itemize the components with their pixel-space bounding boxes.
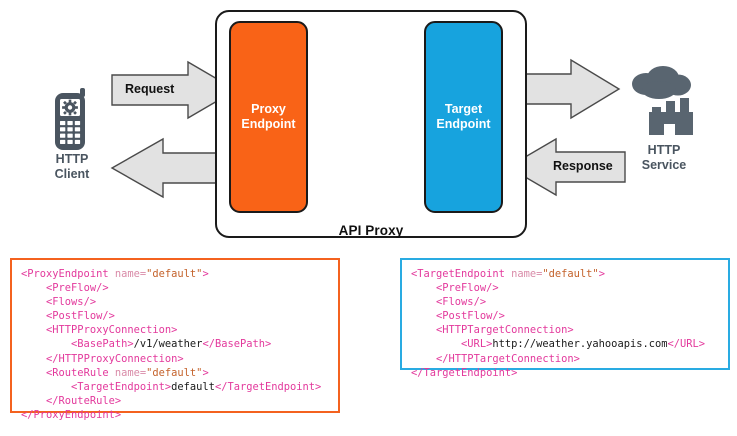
target-endpoint-label-line2: Endpoint: [436, 117, 491, 131]
code-token-tag: </TargetEndpoint>: [411, 366, 518, 379]
http-client-label: HTTP Client: [54, 152, 90, 181]
code-token-txt: [21, 395, 46, 407]
code-token-tag: </ProxyEndpoint>: [21, 408, 122, 421]
code-token-attr: name=: [504, 268, 543, 280]
code-token-tag: <PostFlow/>: [436, 310, 505, 323]
code-token-txt: [411, 282, 436, 294]
code-token-tag: <PostFlow/>: [46, 310, 115, 323]
code-token-val: "default": [542, 268, 599, 280]
code-token-attr: name=: [108, 366, 147, 379]
code-token-val: "default": [146, 366, 203, 379]
proxy-endpoint-label-line2: Endpoint: [241, 117, 296, 131]
code-line: <URL>http://weather.yahooapis.com</URL>: [411, 337, 719, 351]
code-token-txt: [411, 324, 436, 336]
code-token-txt: [21, 282, 46, 294]
code-token-txt: [411, 353, 436, 365]
code-token-tag: >: [202, 366, 209, 379]
code-line: <PostFlow/>: [21, 309, 329, 323]
code-line: </ProxyEndpoint>: [21, 408, 329, 422]
code-token-txt: [21, 324, 46, 336]
code-token-tag: <URL>: [461, 338, 493, 351]
code-token-txt: default: [171, 380, 215, 393]
code-line: <BasePath>/v1/weather</BasePath>: [21, 337, 329, 351]
code-token-tag: </RouteRule>: [46, 394, 122, 407]
code-token-tag: </BasePath>: [202, 338, 272, 351]
code-token-txt: [21, 338, 71, 350]
code-token-tag: <BasePath>: [71, 338, 134, 351]
proxy-endpoint-code-block: <ProxyEndpoint name="default"> <PreFlow/…: [10, 258, 340, 421]
code-token-tag: <HTTPTargetConnection>: [436, 324, 574, 337]
code-line: </RouteRule>: [21, 394, 329, 408]
code-token-tag: </HTTPProxyConnection>: [46, 352, 184, 365]
code-token-txt: /v1/weather: [133, 338, 203, 351]
code-token-txt: [21, 367, 46, 379]
code-token-tag: </TargetEndpoint>: [214, 380, 322, 393]
code-line: </HTTPProxyConnection>: [21, 352, 329, 366]
code-line: <HTTPProxyConnection>: [21, 323, 329, 337]
code-token-tag: <TargetEndpoint>: [71, 380, 172, 393]
code-line: <ProxyEndpoint name="default">: [21, 267, 329, 281]
request-arrow: [111, 60, 238, 120]
target-endpoint-box[interactable]: Target Endpoint: [424, 21, 503, 213]
code-token-tag: </URL>: [667, 338, 706, 351]
code-token-tag: <TargetEndpoint: [411, 268, 505, 280]
code-token-txt: [21, 381, 71, 393]
http-client-icon: [52, 88, 92, 150]
code-token-tag: </HTTPTargetConnection>: [436, 352, 580, 365]
code-line: <RouteRule name="default">: [21, 366, 329, 380]
response-arrow: [506, 137, 626, 197]
code-token-val: "default": [146, 268, 203, 280]
code-token-tag: >: [598, 268, 605, 280]
code-token-tag: <Flows/>: [436, 296, 487, 309]
proxy-endpoint-box[interactable]: Proxy Endpoint: [229, 21, 308, 213]
code-line: <HTTPTargetConnection>: [411, 323, 719, 337]
code-line: <PostFlow/>: [411, 309, 719, 323]
code-token-txt: [411, 296, 436, 308]
target-endpoint-code-block: <TargetEndpoint name="default"> <PreFlow…: [400, 258, 730, 379]
code-token-txt: [21, 353, 46, 365]
code-token-tag: <RouteRule: [46, 366, 109, 379]
proxy-endpoint-label-line1: Proxy: [251, 102, 286, 116]
code-token-tag: <PreFlow/>: [46, 282, 109, 295]
code-token-tag: >: [202, 268, 209, 280]
code-line: <Flows/>: [21, 295, 329, 309]
request-arrow-label: Request: [125, 82, 175, 96]
code-line: <PreFlow/>: [21, 281, 329, 295]
code-line: <PreFlow/>: [411, 281, 719, 295]
code-token-attr: name=: [108, 268, 147, 280]
code-line: <Flows/>: [411, 295, 719, 309]
http-service-icon: [622, 65, 706, 137]
code-token-tag: <ProxyEndpoint: [21, 268, 109, 280]
api-proxy-label: API Proxy: [338, 223, 404, 238]
code-line: <TargetEndpoint>default</TargetEndpoint>: [21, 380, 329, 394]
code-token-txt: [21, 310, 46, 322]
code-line: <TargetEndpoint name="default">: [411, 267, 719, 281]
code-token-tag: <Flows/>: [46, 296, 97, 309]
response-arrow-label: Response: [553, 159, 613, 173]
code-token-txt: [411, 310, 436, 322]
code-token-tag: <HTTPProxyConnection>: [46, 324, 178, 337]
code-line: </TargetEndpoint>: [411, 366, 719, 380]
code-token-txt: [411, 338, 461, 350]
code-token-txt: http://weather.yahooapis.com: [492, 338, 668, 351]
code-token-txt: [21, 296, 46, 308]
http-service-label: HTTP Service: [641, 143, 687, 172]
code-line: </HTTPTargetConnection>: [411, 352, 719, 366]
code-token-tag: <PreFlow/>: [436, 282, 499, 295]
target-endpoint-label-line1: Target: [444, 102, 483, 116]
